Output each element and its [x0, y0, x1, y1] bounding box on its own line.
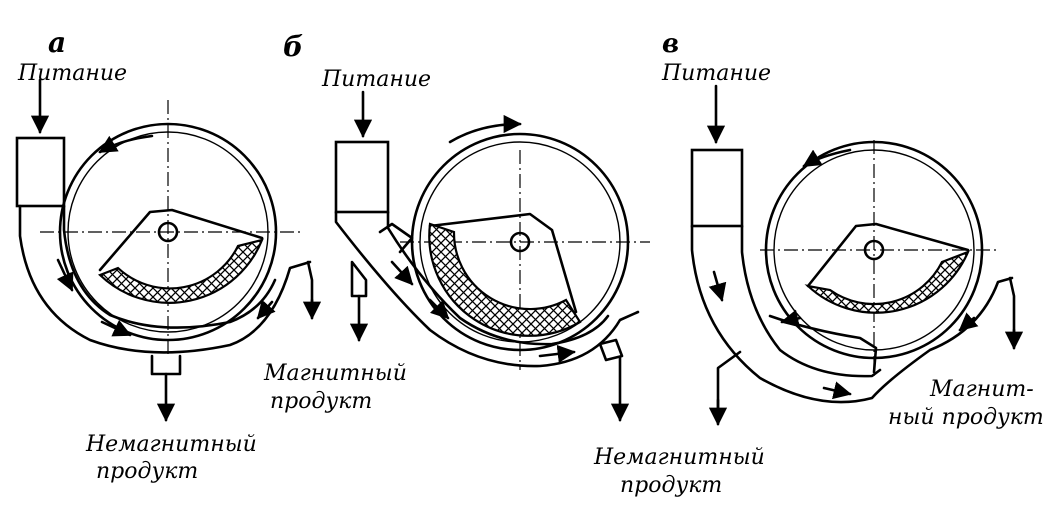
- flow-arrow-a3: [256, 299, 276, 320]
- flow-arrow-v2: [822, 381, 852, 400]
- magnet-block-v: [804, 250, 971, 314]
- magnetic-collector-b: [378, 222, 414, 254]
- magnet-block-b: [428, 222, 582, 337]
- flow-arrow-a1: [56, 258, 74, 292]
- feed-hopper-b: [334, 140, 390, 214]
- magnetic-label-b-1: Магнитный: [263, 361, 407, 386]
- flow-arrow-v4: [958, 312, 979, 332]
- chute-inner-v: [740, 224, 882, 378]
- magnetic-label-v-2: ный продукт: [888, 405, 1044, 430]
- nonmagnetic-label-v-1: Немагнитный: [593, 445, 765, 470]
- panel-letter-b: б: [283, 30, 303, 63]
- magnet-frame-v: [806, 222, 970, 288]
- magnet-frame-a: [98, 208, 264, 272]
- magnet-block-a: [97, 238, 264, 304]
- rotation-arrow-b: [448, 114, 522, 144]
- feed-label-a: Питание: [17, 61, 127, 86]
- flow-arrow-b3: [538, 344, 576, 363]
- flow-arrow-b2: [428, 298, 450, 320]
- nonmagnetic-spout-a: [150, 354, 182, 376]
- magnetic-label-v-1: Магнит-: [929, 377, 1034, 402]
- magnetic-spout-b: [350, 260, 368, 298]
- magnetic-spout-v: [1008, 276, 1016, 342]
- panel-a: а Питание Немагнитный продукт: [15, 26, 322, 484]
- feed-hopper-a: [15, 136, 66, 208]
- nonmagnetic-label-a-1: Немагнитный: [85, 432, 257, 457]
- panel-letter-a: а: [48, 26, 66, 59]
- nonmagnetic-label-a-2: продукт: [96, 459, 198, 484]
- drum-shaft-a: [157, 221, 179, 243]
- drum-shaft-v: [863, 239, 885, 261]
- rotation-arrow-a: [98, 134, 154, 154]
- feed-label-b: Питание: [321, 67, 431, 92]
- chute-inner-a: [62, 204, 277, 329]
- feed-label-v: Питание: [661, 61, 771, 86]
- drum-shaft-b: [509, 231, 531, 253]
- panel-b: б Питание Магнитный продукт: [263, 30, 650, 422]
- chute-outer-v: [690, 224, 1014, 404]
- nonmagnetic-label-v-2: продукт: [620, 473, 722, 498]
- feed-hopper-v: [690, 148, 744, 228]
- magnetic-label-b-2: продукт: [270, 389, 372, 414]
- flow-arrow-a2: [100, 319, 132, 337]
- nonmagnetic-spout-b: [598, 338, 624, 362]
- panel-v: в Питание Магнит- ный продукт Немагнитны…: [593, 29, 1044, 498]
- magnet-frame-b: [428, 212, 578, 314]
- nonmagnetic-spout-v: [716, 350, 742, 420]
- rotation-arrow-v: [802, 148, 852, 168]
- chute-inner-b: [386, 210, 610, 346]
- chute-outer-b: [334, 210, 640, 368]
- panel-letter-v: в: [662, 29, 679, 59]
- flow-arrow-b1: [390, 260, 414, 286]
- flow-arrow-v1: [708, 270, 727, 302]
- flow-arrow-v3: [780, 309, 802, 328]
